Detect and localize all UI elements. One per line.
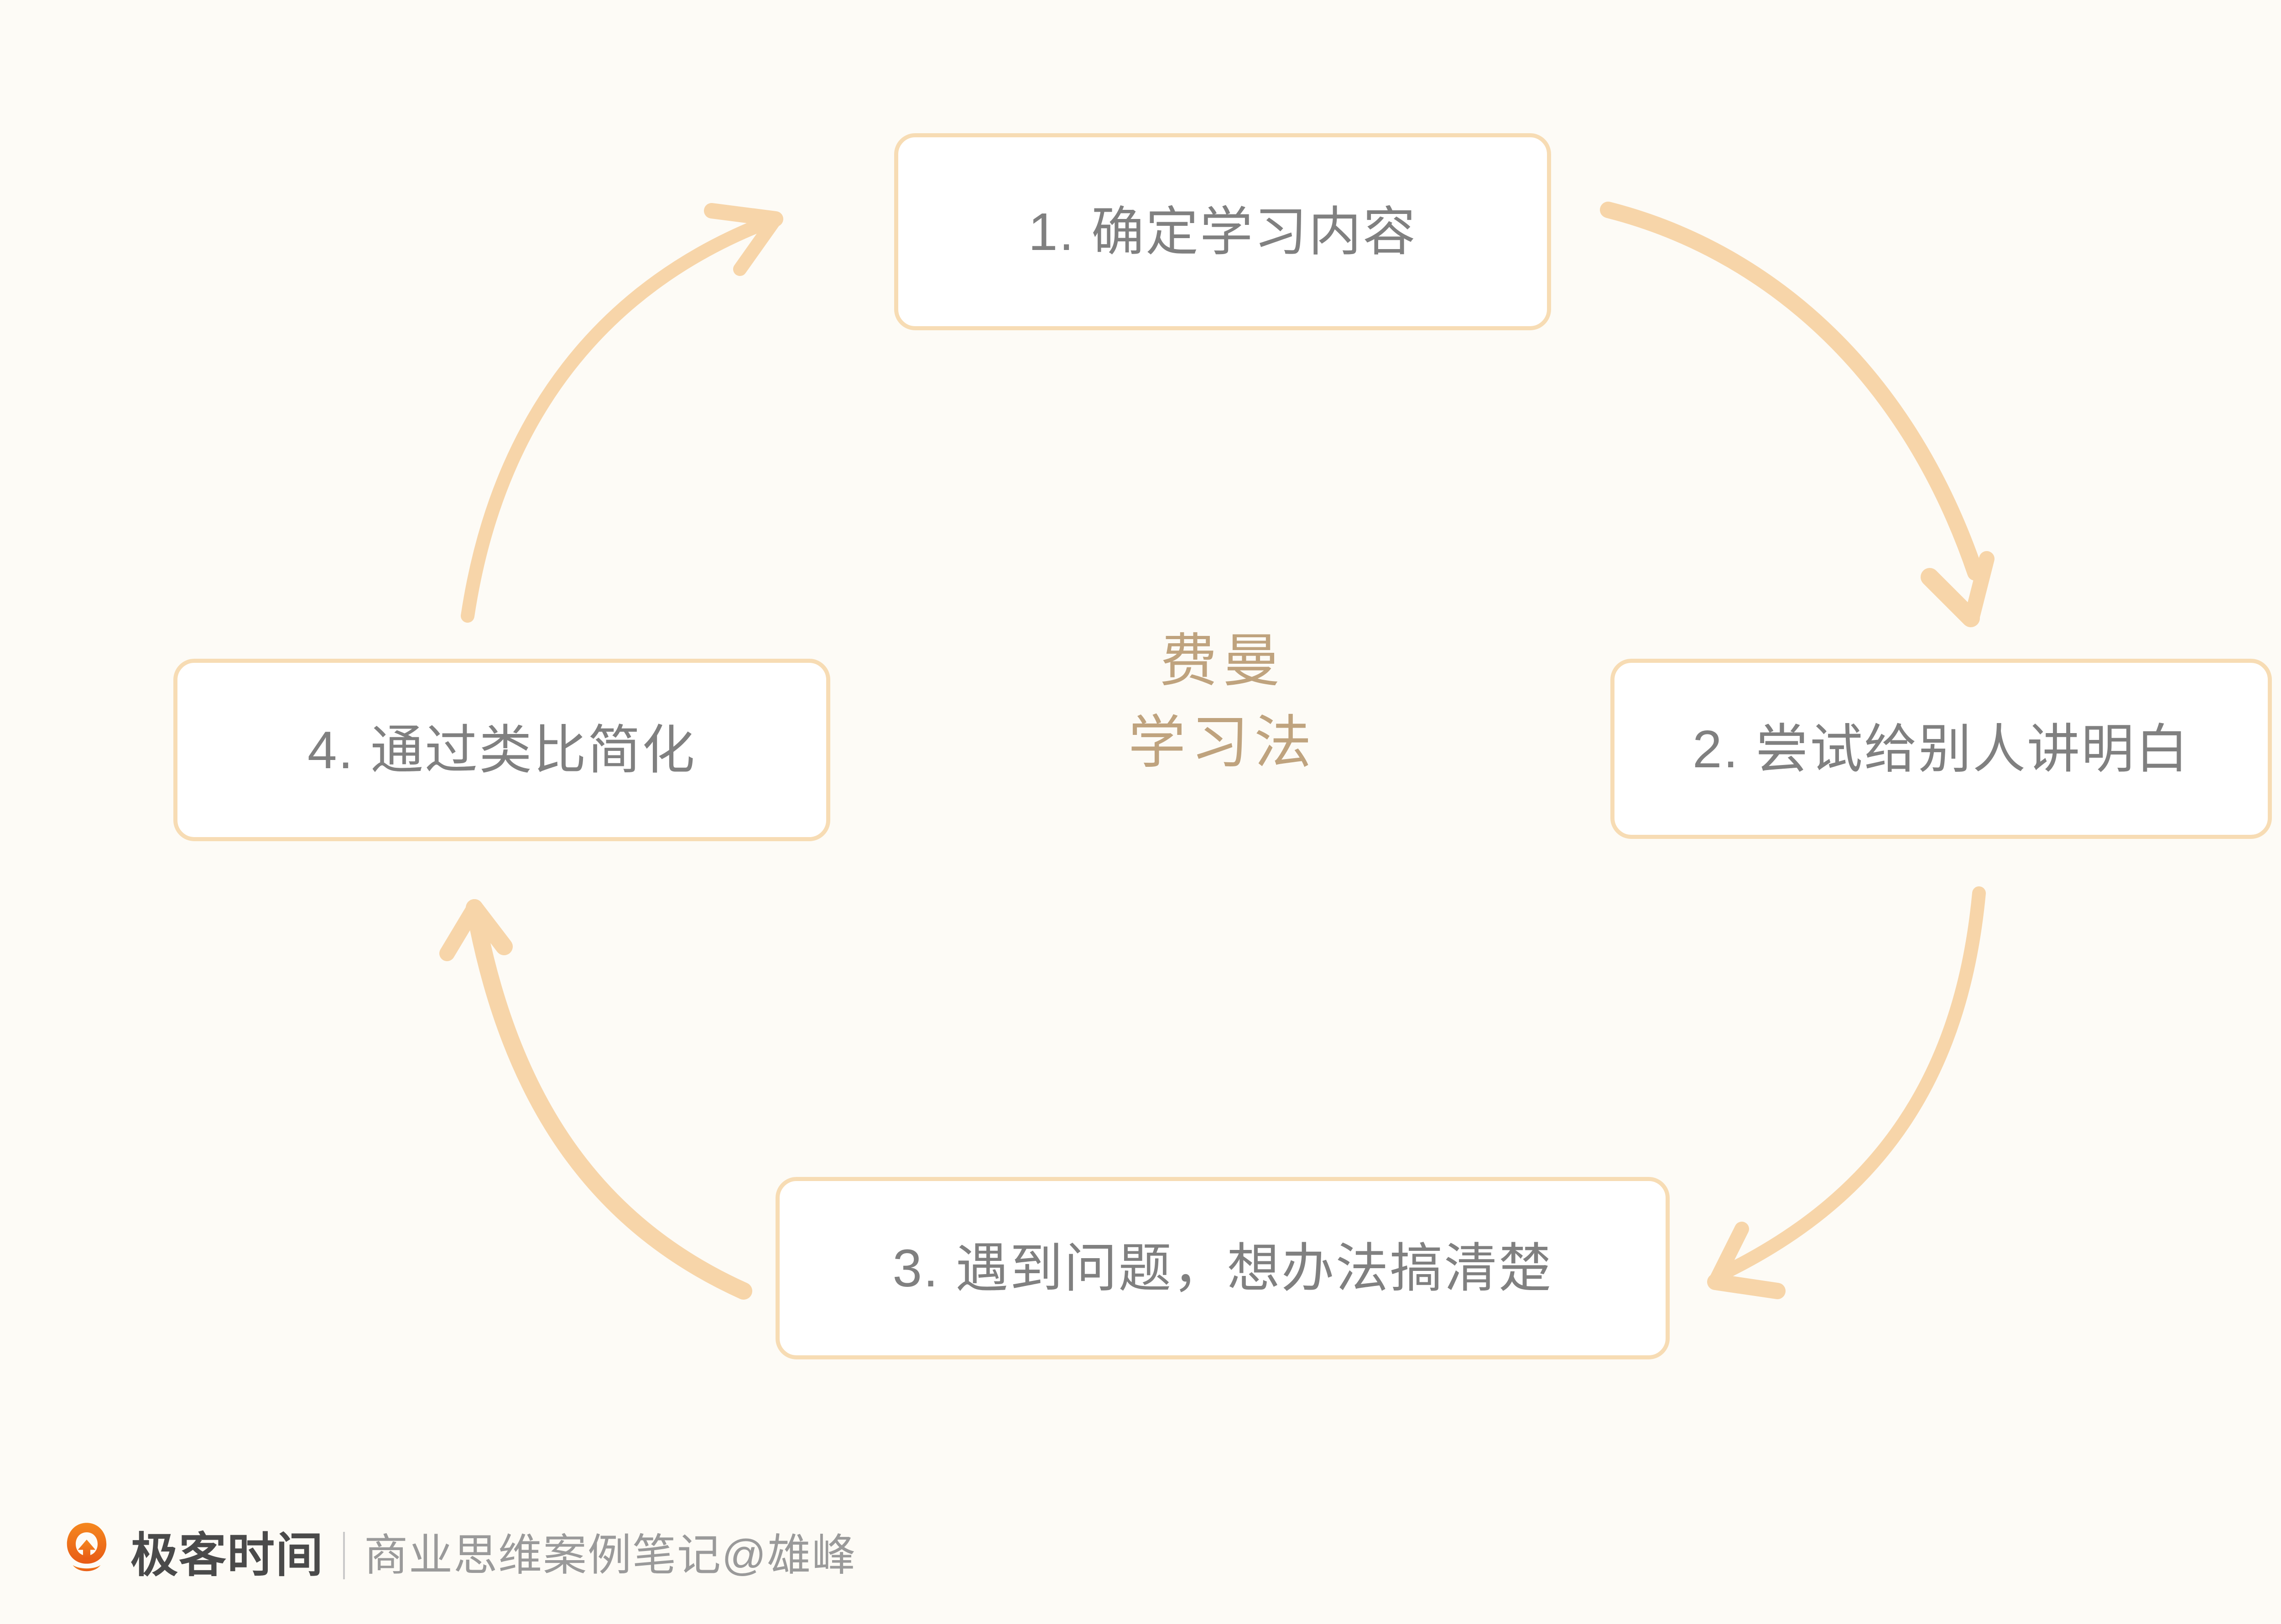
step-box-3[interactable]: 3. 遇到问题，想办法搞清楚 xyxy=(776,1177,1670,1359)
center-title-line-2: 学习法 xyxy=(1128,710,1317,775)
center-title: 费曼 学习法 xyxy=(1040,620,1405,784)
step-box-2[interactable]: 2. 尝试给别人讲明白 xyxy=(1610,659,2272,839)
center-title-line-1: 费曼 xyxy=(1160,629,1286,693)
arrow-3-to-4-icon xyxy=(439,899,752,1300)
arrow-1-to-2-icon xyxy=(1600,202,1995,627)
step-4-label: 4. 通过类比简化 xyxy=(307,720,696,780)
step-box-4[interactable]: 4. 通过类比简化 xyxy=(173,659,830,841)
arrow-2-to-3-icon xyxy=(1707,886,1986,1299)
footer: 极客时间 商业思维案例笔记@雄峰 xyxy=(59,1517,856,1594)
step-3-label: 3. 遇到问题，想办法搞清楚 xyxy=(892,1239,1553,1298)
geektime-logo-icon xyxy=(59,1521,114,1590)
footer-note: 商业思维案例笔记@雄峰 xyxy=(364,1531,857,1580)
step-1-label: 1. 确定学习内容 xyxy=(1028,202,1417,261)
logo-glyph xyxy=(67,1523,107,1572)
arrow-4-to-1-icon xyxy=(461,203,783,623)
brand-name: 极客时间 xyxy=(130,1529,324,1582)
footer-divider xyxy=(343,1532,345,1579)
step-2-label: 2. 尝试给别人讲明白 xyxy=(1693,719,2190,779)
step-box-1[interactable]: 1. 确定学习内容 xyxy=(894,133,1551,330)
